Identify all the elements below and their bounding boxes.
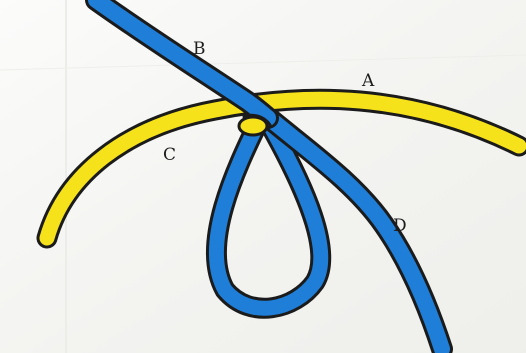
blue-rope-loop-back bbox=[209, 110, 329, 316]
blue-rope-strand-b bbox=[88, 0, 276, 126]
label-d: D bbox=[393, 216, 407, 236]
knot-overlap-outline-detail bbox=[242, 113, 272, 127]
paper-fold-line bbox=[0, 54, 526, 71]
yellow-rope bbox=[39, 91, 526, 246]
knot-overlap-yellow-detail bbox=[237, 115, 269, 137]
label-a: A bbox=[361, 71, 375, 91]
blue-rope-tail-d bbox=[249, 100, 450, 353]
label-c: C bbox=[163, 145, 176, 165]
label-b: B bbox=[193, 39, 206, 59]
